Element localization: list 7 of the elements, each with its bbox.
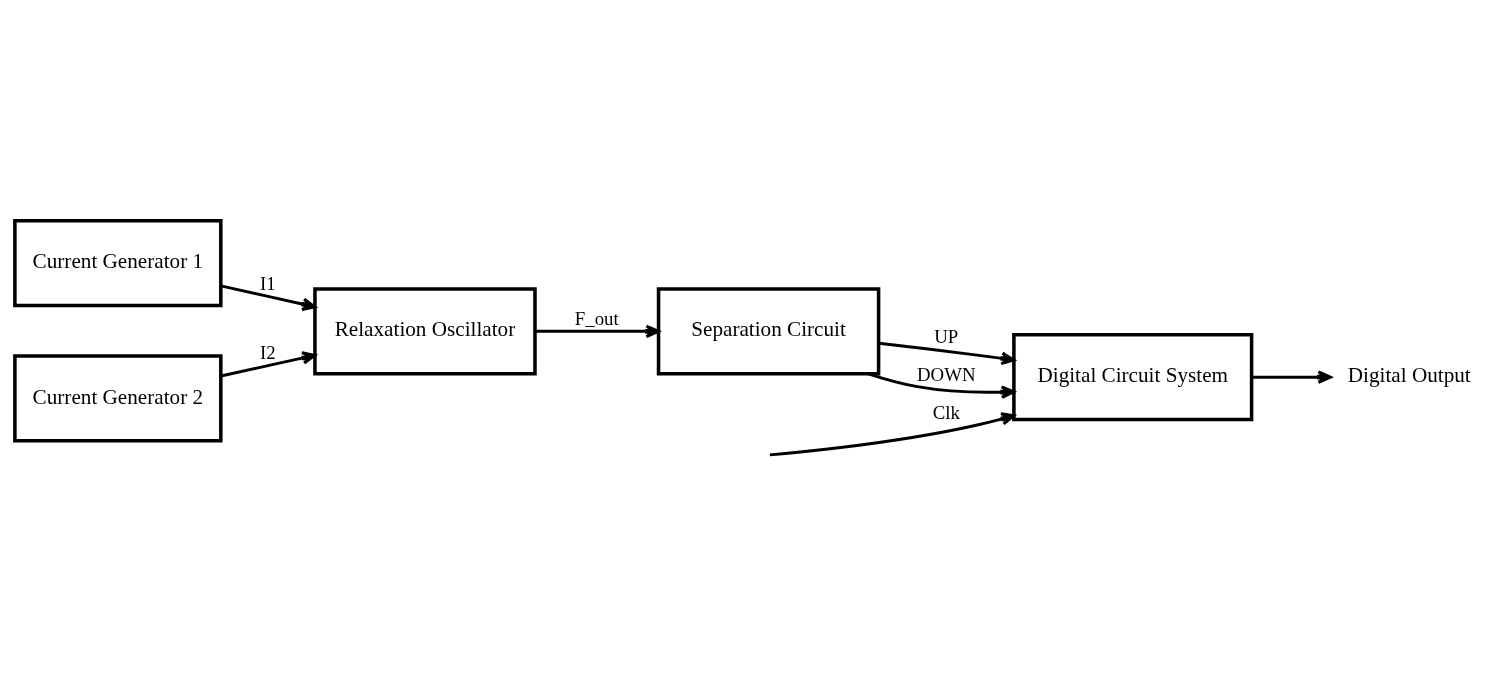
edge-label: I1 <box>260 272 276 294</box>
node-text: Digital Output <box>1347 362 1471 387</box>
edge-label: Clk <box>932 401 960 423</box>
edge-label: UP <box>934 325 959 347</box>
edge-label: DOWN <box>916 363 976 384</box>
edge-label: I2 <box>260 341 276 363</box>
edge-label: F_out <box>574 307 619 329</box>
